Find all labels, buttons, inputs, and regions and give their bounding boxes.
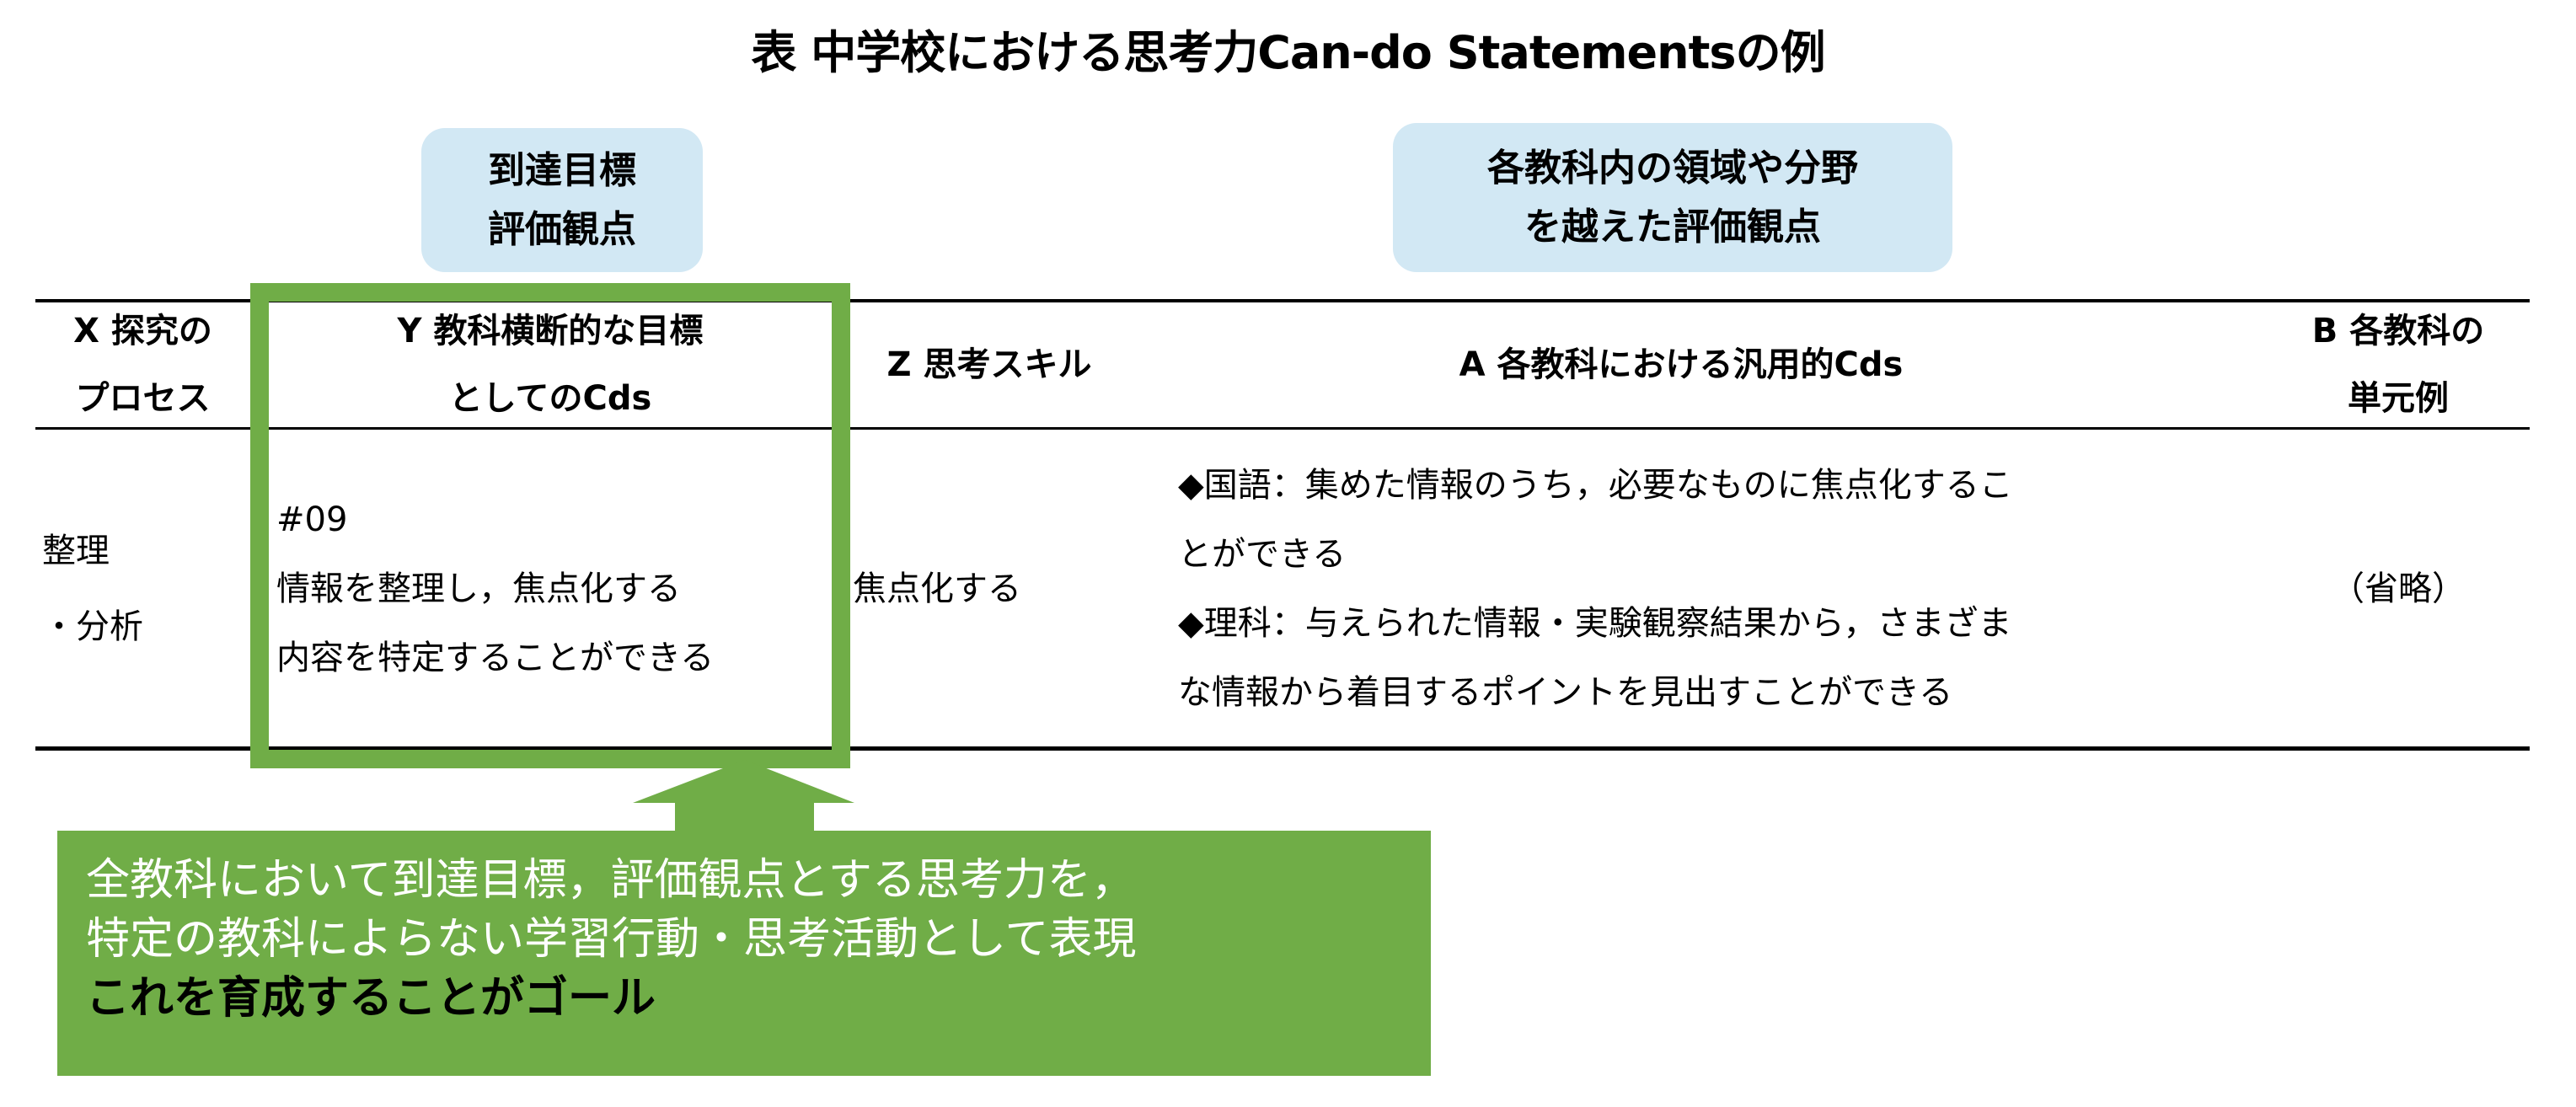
callout-emphasis: これを育成することがゴール bbox=[86, 973, 656, 1024]
cell-text: 情報を整理し，焦点化する bbox=[276, 570, 681, 608]
cell-text: ◆国語：集めた情報のうち，必要なものに焦点化するこ bbox=[1178, 466, 2013, 505]
cell-text: ◆理科：与えられた情報・実験観察結果から，さまざま bbox=[1178, 604, 2012, 643]
cell-text: 焦点化する bbox=[853, 570, 1021, 608]
header-text: Z 思考スキル bbox=[886, 345, 1092, 384]
cell-text: （省略） bbox=[2331, 570, 2466, 608]
highlight-frame-y-column bbox=[250, 283, 850, 768]
callout-box: 全教科において到達目標，評価観点とする思考力を， 特定の教科によらない学習行動・… bbox=[57, 831, 1431, 1076]
header-y: Y 教科横断的な目標 としてのCds bbox=[250, 301, 850, 429]
cell-z: 焦点化する bbox=[853, 429, 1139, 749]
table-bottom-rule bbox=[35, 746, 2530, 751]
label-line: を越えた評価観点 bbox=[1524, 205, 1821, 249]
cell-text: 整理 bbox=[42, 532, 110, 570]
callout-line: 特定の教科によらない学習行動・思考活動として表現 bbox=[86, 914, 1137, 965]
callout-line: 全教科において到達目標，評価観点とする思考力を， bbox=[86, 855, 1135, 906]
cell-b: （省略） bbox=[2267, 429, 2530, 749]
cell-text: な情報から着目するポイントを見出すことができる bbox=[1178, 673, 1953, 712]
header-a: A 各教科における汎用的Cds bbox=[1154, 301, 2208, 429]
label-line: 各教科内の領域や分野 bbox=[1487, 146, 1858, 190]
table-top-rule bbox=[35, 299, 2530, 302]
header-text: Y 教科横断的な目標 bbox=[397, 312, 704, 350]
header-text: としてのCds bbox=[448, 379, 652, 418]
header-text: 単元例 bbox=[2348, 379, 2449, 418]
cell-text: #09 bbox=[276, 500, 348, 539]
header-text: B 各教科の bbox=[2311, 312, 2485, 350]
header-b: B 各教科の 単元例 bbox=[2267, 301, 2530, 429]
header-text: A 各教科における汎用的Cds bbox=[1459, 345, 1904, 384]
cell-x: 整理 ・分析 bbox=[42, 429, 244, 749]
header-z: Z 思考スキル bbox=[850, 301, 1128, 429]
cell-text: とができる bbox=[1178, 535, 1347, 574]
cell-text: 内容を特定することができる bbox=[276, 639, 715, 677]
cell-text: ・分析 bbox=[42, 607, 143, 646]
header-text: X 探究の bbox=[73, 312, 212, 350]
cell-y: #09 情報を整理し，焦点化する 内容を特定することができる bbox=[276, 429, 849, 749]
figure-title: 表 中学校における思考力Can-do Statementsの例 bbox=[751, 26, 1825, 79]
label-cross-domain-evaluation: 各教科内の領域や分野 を越えた評価観点 bbox=[1393, 123, 1952, 272]
cell-a: ◆国語：集めた情報のうち，必要なものに焦点化するこ とができる ◆理科：与えられ… bbox=[1178, 429, 2231, 749]
header-text: プロセス bbox=[75, 379, 211, 418]
arrow-shape bbox=[633, 760, 854, 834]
label-line: 到達目標 bbox=[488, 148, 636, 192]
label-line: 評価観点 bbox=[488, 207, 636, 251]
table-header-rule bbox=[35, 427, 2530, 430]
header-x: X 探究の プロセス bbox=[35, 301, 250, 429]
label-goal-evaluation: 到達目標 評価観点 bbox=[421, 128, 703, 272]
